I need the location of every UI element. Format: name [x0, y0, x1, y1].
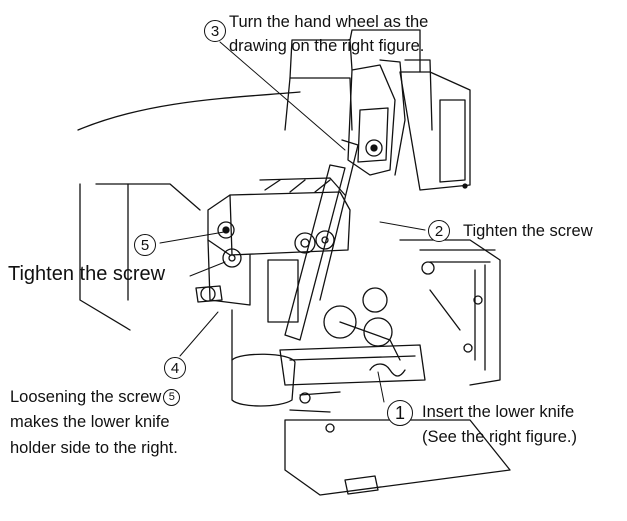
note-screw-5-marker: 5	[163, 388, 181, 406]
callout-2-marker: 2	[428, 220, 450, 242]
leader-line-4	[179, 311, 219, 357]
feed-plate	[279, 344, 426, 386]
callout-3-marker: 3	[204, 20, 226, 42]
lower-knife-holder	[207, 191, 351, 256]
machine-bed-outline	[77, 91, 301, 131]
leader-line-5	[159, 231, 225, 244]
callout-1-marker: 1	[387, 400, 413, 426]
note-line1-text: Loosening the screw	[10, 388, 162, 406]
callout-1-text-line1: Insert the lower knife	[422, 403, 575, 421]
callout-3-text-line2: drawing on the right figure.	[229, 37, 425, 55]
leader-line-1	[377, 371, 385, 403]
upper-housing	[289, 39, 353, 79]
callout-3-text-line1: Turn the hand wheel as the	[229, 13, 429, 31]
leader-line-3	[219, 41, 346, 151]
knife-arm	[284, 164, 346, 341]
needle-bar-assembly	[347, 64, 396, 176]
leader-line-2	[379, 221, 426, 231]
callout-5-marker: 5	[134, 234, 156, 256]
callout-1-text-line2: (See the right figure.)	[422, 428, 577, 446]
note-line2: makes the lower knife	[10, 413, 170, 431]
callout-2-text: Tighten the screw	[463, 222, 593, 240]
note-line1: Loosening the screw 5	[10, 388, 181, 407]
note-line3: holder side to the right.	[10, 439, 178, 457]
tighten-screw-left-label: Tighten the screw	[8, 263, 166, 285]
bottom-cover	[284, 419, 511, 496]
leader-line-tighten	[189, 261, 226, 277]
looper-cam	[323, 305, 357, 339]
callout-4-marker: 4	[164, 357, 186, 379]
right-frame	[399, 239, 501, 386]
